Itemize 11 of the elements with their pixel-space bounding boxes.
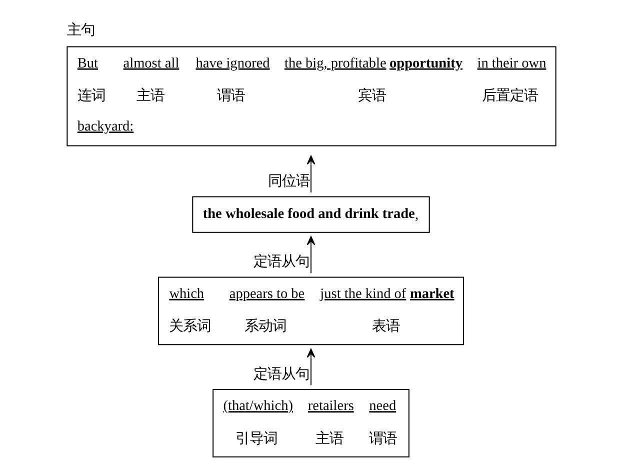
- edge-label: 定语从句: [253, 366, 310, 382]
- arrow: [306, 348, 316, 385]
- edge-label: 定语从句: [253, 254, 310, 270]
- node-box: the wholesale food and drink trade,: [192, 196, 430, 232]
- arrow: [306, 154, 316, 192]
- node-box: which appears to be just the kind of market 关系词 系动词 表语: [158, 276, 464, 345]
- arrow: [306, 236, 316, 273]
- node-label: 主句: [67, 22, 96, 38]
- node-box: But almost all have ignored the big, profitable opportunity in their own 连词 主语 谓语 宾语 后置定语 backyard:: [66, 46, 556, 146]
- edge-label: 同位语: [268, 173, 310, 190]
- node-box: (that/which) retailers need 引导词 主语 谓语: [212, 388, 410, 457]
